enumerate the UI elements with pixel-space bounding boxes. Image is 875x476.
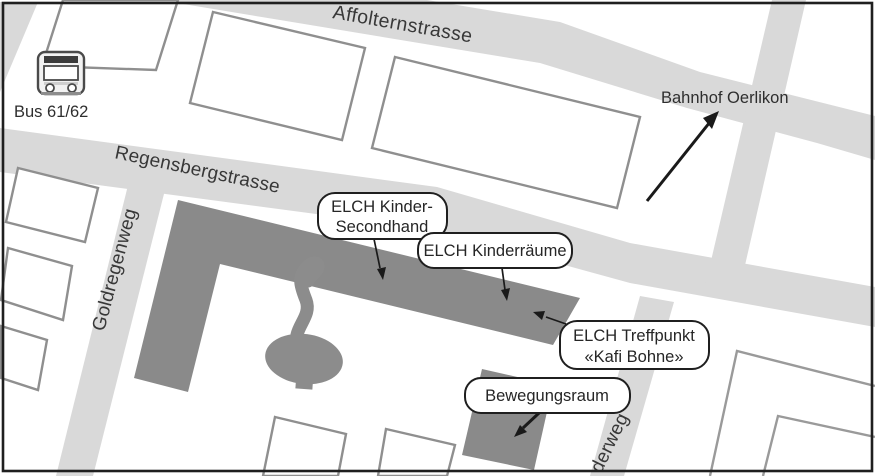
- building-top-mid: [188, 10, 367, 142]
- street-bahnhof-cross: [703, 0, 806, 300]
- bahnhof-oerlikon-label: Bahnhof Oerlikon: [661, 89, 789, 107]
- building-corner-bottom-right-outer: [708, 349, 875, 476]
- callout-treffpunkt-line1: ELCH Treffpunkt: [573, 327, 695, 345]
- building-top-right: [370, 55, 642, 210]
- street-affolternstrasse: [159, 0, 875, 160]
- bus-sign: [44, 56, 78, 63]
- street-goldregenweg: [56, 165, 170, 476]
- bus-headlight-left: [45, 83, 55, 93]
- arrow-treffpunkt: [533, 311, 567, 325]
- callout-treffpunkt-bubble: [559, 320, 710, 370]
- bahnhof-direction-arrow: [645, 111, 719, 202]
- callout-kinderraeume: ELCH Kinderräume: [417, 232, 573, 269]
- sculpture-neck: [290, 256, 325, 356]
- arrow-kinderraeume: [501, 267, 510, 301]
- callout-bewegungsraum-label: Bewegungsraum: [485, 387, 609, 405]
- callout-kinder-secondhand-line1: ELCH Kinder-: [331, 198, 433, 216]
- callout-bewegungsraum: Bewegungsraum: [464, 377, 631, 414]
- bus-icon: [36, 50, 86, 96]
- callout-kinder-secondhand-bubble: [317, 192, 448, 240]
- callout-treffpunkt: ELCH Treffpunkt «Kafi Bohne»: [559, 320, 710, 370]
- arrow-bewegungsraum: [514, 411, 541, 437]
- sculpture-body: [265, 333, 343, 385]
- bus-headlight-right: [67, 83, 77, 93]
- sculpture-foot: [295, 371, 314, 390]
- arrow-kinder-secondhand: [373, 238, 386, 280]
- bus-windshield: [43, 65, 79, 81]
- building-left-3: [0, 324, 49, 392]
- building-corner-bottom-right-inner: [761, 414, 875, 476]
- callout-kinderraeume-label: ELCH Kinderräume: [423, 242, 566, 260]
- street-stub-top-left: [0, 2, 38, 92]
- callout-bewegungsraum-bubble: [464, 377, 631, 414]
- bus-grille: [44, 82, 78, 85]
- callout-kinderraeume-bubble: [417, 232, 573, 269]
- building-bottom-mid-1: [261, 415, 348, 476]
- elch-building: [134, 200, 580, 392]
- callout-treffpunkt-line2: «Kafi Bohne»: [584, 348, 683, 366]
- bus-stop-label: Bus 61/62: [14, 103, 88, 121]
- callout-kinder-secondhand-line2: Secondhand: [336, 218, 429, 236]
- bus-bumper: [41, 92, 81, 95]
- building-left-1: [4, 166, 100, 244]
- callout-kinder-secondhand: ELCH Kinder- Secondhand: [317, 192, 448, 240]
- sculpture-icon: [265, 256, 343, 390]
- building-bottom-mid-2: [376, 427, 457, 476]
